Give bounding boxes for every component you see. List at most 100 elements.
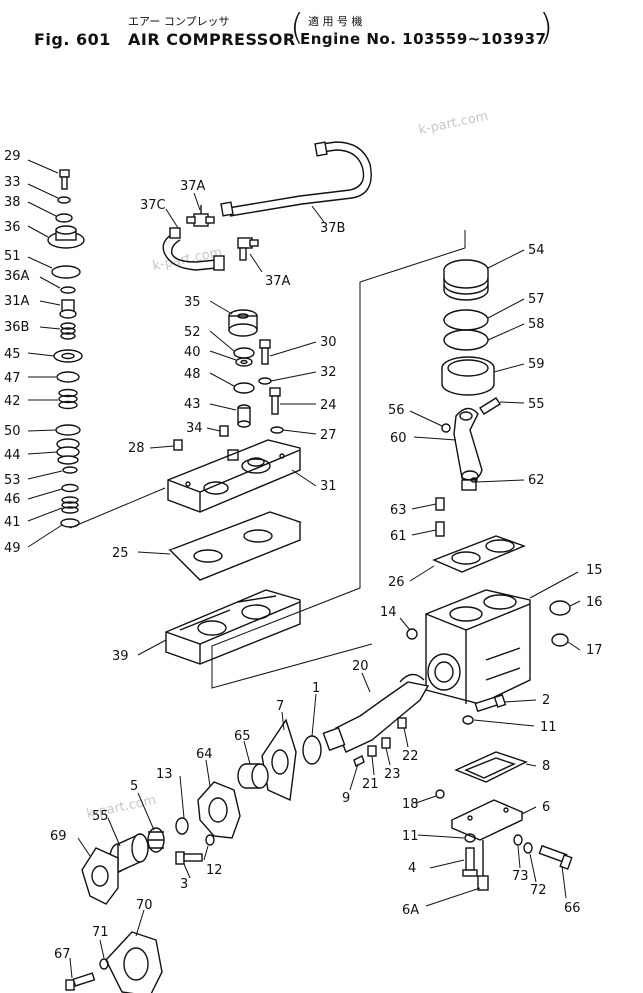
drain-plug-6A xyxy=(477,840,489,891)
label-60: 60 xyxy=(390,431,407,446)
label-41: 41 xyxy=(4,515,21,530)
o-ring-51 xyxy=(51,265,81,279)
assembly-line xyxy=(69,487,166,529)
label-15: 15 xyxy=(586,563,603,578)
assembly-bracket xyxy=(211,230,466,689)
valve-plate-39 xyxy=(165,589,301,665)
ring-58 xyxy=(443,329,489,351)
label-44: 44 xyxy=(4,448,21,463)
valve-43 xyxy=(237,404,251,428)
label-20: 20 xyxy=(352,659,369,674)
cap-36 xyxy=(47,225,85,249)
label-64: 64 xyxy=(196,747,213,762)
gear-5 xyxy=(147,827,165,853)
washer-47 xyxy=(56,371,80,383)
gasket-52 xyxy=(233,347,255,359)
label-69: 69 xyxy=(50,829,67,844)
cover-69 xyxy=(81,847,119,905)
plug-21 xyxy=(367,745,377,757)
gasket-8 xyxy=(454,751,528,783)
pump-cover-64 xyxy=(197,781,241,839)
crankshaft-20 xyxy=(322,673,430,753)
plug-23 xyxy=(381,737,391,749)
label-30: 30 xyxy=(320,335,337,350)
label-72: 72 xyxy=(530,883,547,898)
label-46: 46 xyxy=(4,492,21,507)
label-1: 1 xyxy=(312,681,320,696)
label-4: 4 xyxy=(408,861,416,876)
plug-18 xyxy=(435,789,445,799)
label-11a: 11 xyxy=(540,720,557,735)
label-12: 12 xyxy=(206,863,223,878)
paren-left: ( xyxy=(290,7,305,48)
washer-12 xyxy=(205,834,215,846)
label-3: 3 xyxy=(180,877,188,892)
washer-71 xyxy=(99,958,109,970)
label-56: 56 xyxy=(388,403,405,418)
nut-40 xyxy=(235,357,253,367)
label-25: 25 xyxy=(112,546,129,561)
label-7: 7 xyxy=(276,699,284,714)
label-50: 50 xyxy=(4,424,21,439)
pipe-37C xyxy=(162,227,225,271)
label-28: 28 xyxy=(128,441,145,456)
title-japanese: エアー コンプレッサ xyxy=(128,15,230,28)
label-38: 38 xyxy=(4,195,21,210)
label-58: 58 xyxy=(528,317,545,332)
label-63: 63 xyxy=(390,503,407,518)
label-29: 29 xyxy=(4,149,21,164)
label-37A-mid: 37A xyxy=(265,274,291,289)
connecting-rod-60 xyxy=(453,407,483,482)
label-36A: 36A xyxy=(4,269,30,284)
gasket-26 xyxy=(432,535,526,573)
crankcase-15 xyxy=(425,589,531,705)
washer-72 xyxy=(523,842,533,854)
washer-11a xyxy=(462,715,474,725)
engine-range: Engine No. 103559~103937 xyxy=(300,30,547,48)
label-35: 35 xyxy=(184,295,201,310)
label-6A: 6A xyxy=(402,903,419,918)
label-11b: 11 xyxy=(402,829,419,844)
gasket-25 xyxy=(167,511,303,581)
bolt-29 xyxy=(59,169,70,190)
washer-33 xyxy=(57,196,71,204)
bolt-24 xyxy=(269,387,281,415)
washer-32 xyxy=(258,377,272,385)
label-23: 23 xyxy=(384,767,401,782)
label-6: 6 xyxy=(542,800,550,815)
label-61: 61 xyxy=(390,529,407,544)
washer-53 xyxy=(62,466,78,474)
rod-bolt-62 xyxy=(461,477,478,491)
pin-55 xyxy=(479,397,501,415)
label-37C: 37C xyxy=(140,198,166,213)
label-57: 57 xyxy=(528,292,545,307)
cylinder-head-31 xyxy=(167,439,301,513)
seal-1 xyxy=(302,735,322,765)
label-36: 36 xyxy=(4,220,21,235)
plug-34 xyxy=(219,425,229,437)
label-62: 62 xyxy=(528,473,545,488)
label-36B: 36B xyxy=(4,320,29,335)
page-title: AIR COMPRESSOR xyxy=(128,30,296,49)
label-40: 40 xyxy=(184,345,201,360)
label-55: 55 xyxy=(528,397,545,412)
washer-36A xyxy=(60,286,76,294)
valve-31A xyxy=(59,299,77,319)
paren-right: ) xyxy=(539,7,554,48)
leader-lines xyxy=(69,192,581,979)
label-54: 54 xyxy=(528,243,545,258)
label-31A: 31A xyxy=(4,294,30,309)
label-14: 14 xyxy=(380,605,397,620)
washer-27 xyxy=(270,426,284,434)
label-26: 26 xyxy=(388,575,405,590)
seat-45 xyxy=(53,349,83,363)
label-53: 53 xyxy=(4,473,21,488)
bolt-2 xyxy=(474,694,507,713)
label-32: 32 xyxy=(320,365,337,380)
o-ring-50 xyxy=(55,424,81,436)
bolt-61 xyxy=(435,521,445,537)
label-16: 16 xyxy=(586,595,603,610)
body-44 xyxy=(56,438,80,465)
